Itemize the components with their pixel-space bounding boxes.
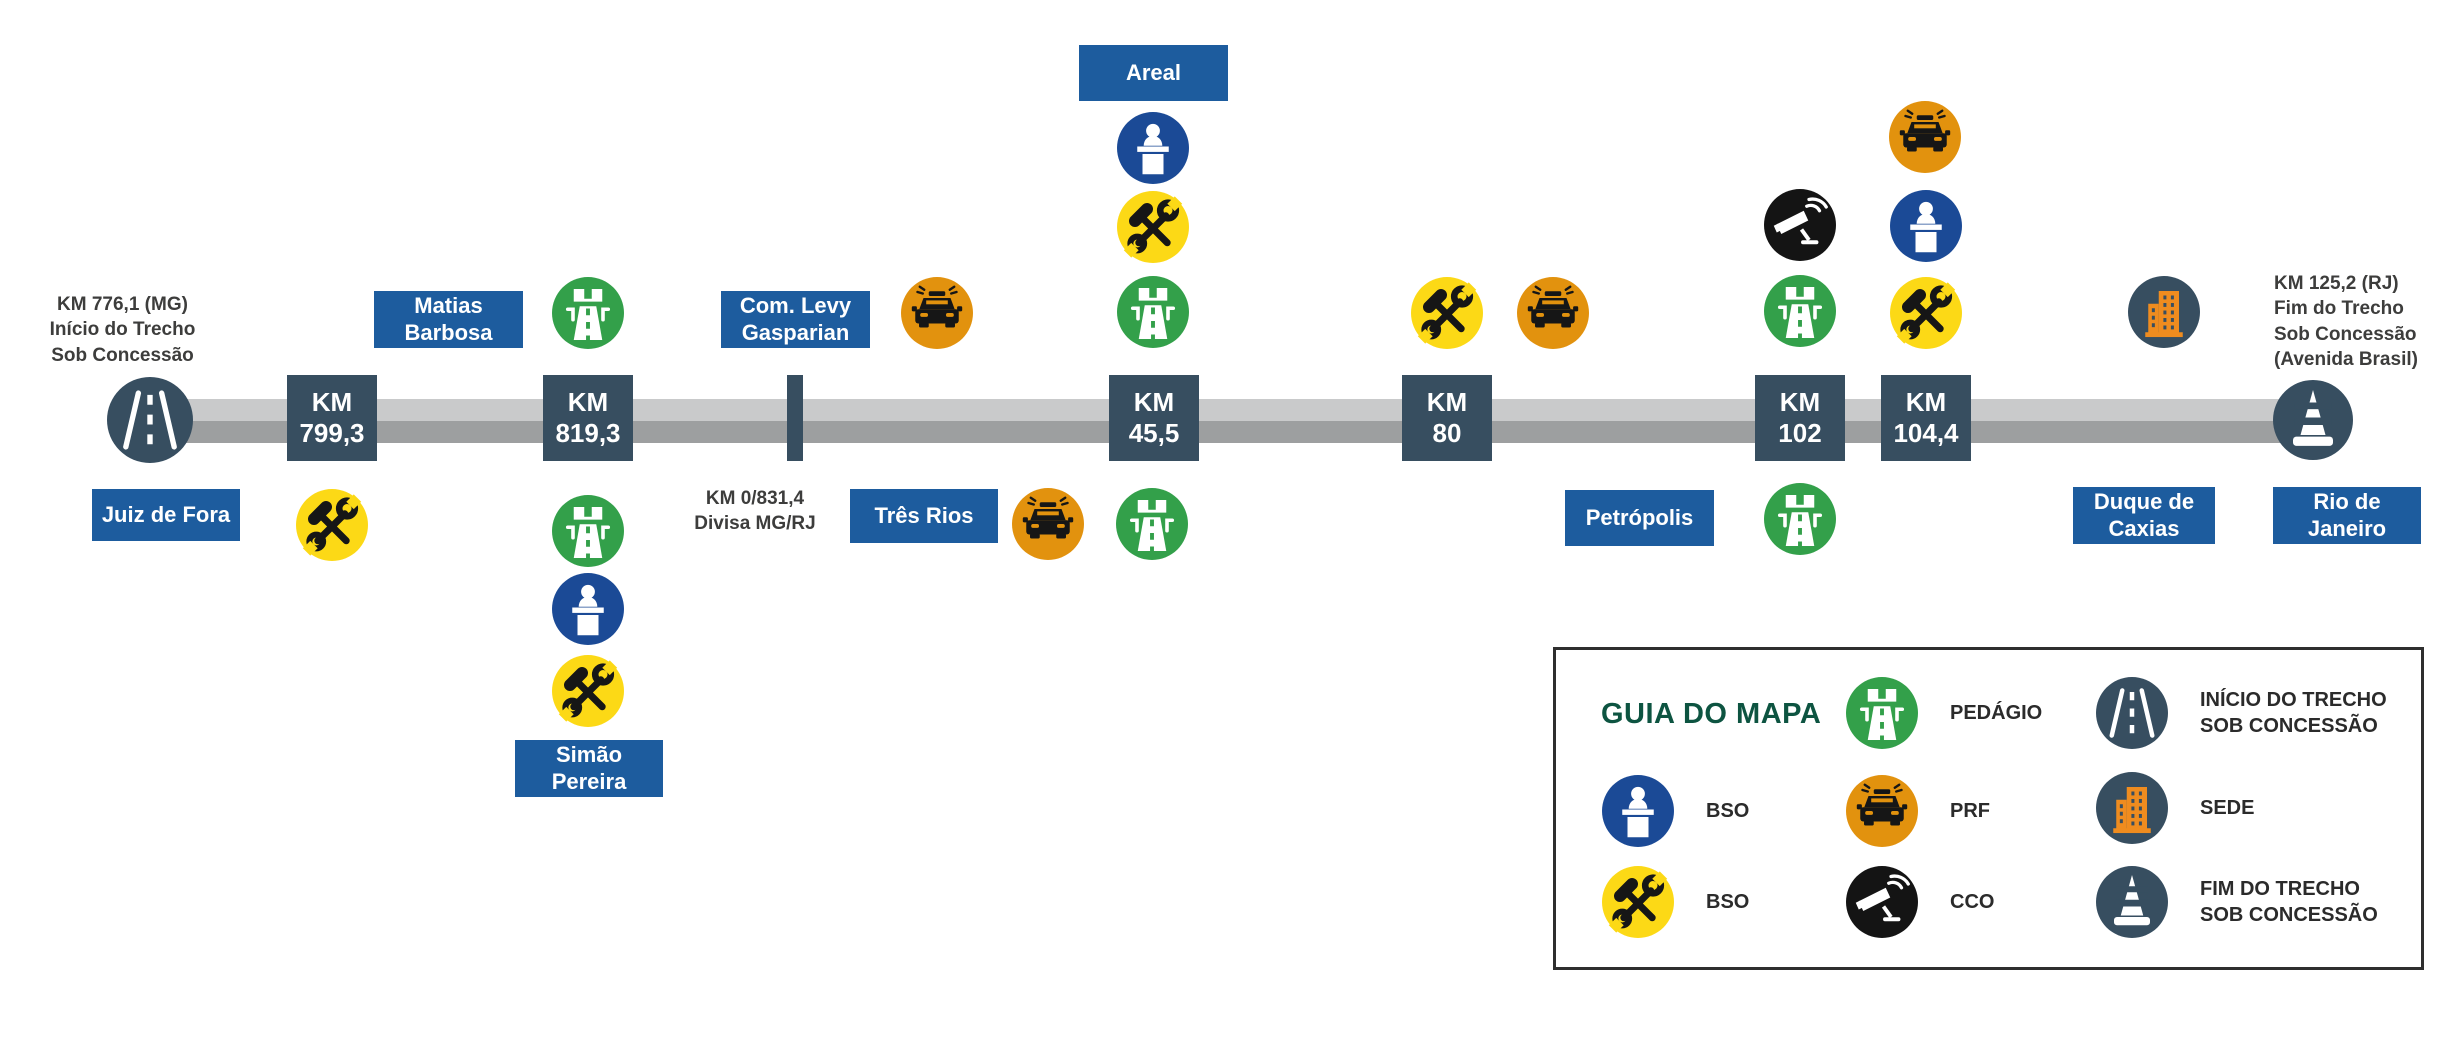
legend-item-prf: PRF [1950,800,1990,822]
sede-icon [2096,772,2168,844]
bso-tools-icon [1602,866,1674,938]
km-marker-102: KM 102 [1755,375,1845,461]
city-name: Petrópolis [1585,504,1694,530]
bso-attendant-icon [552,573,624,645]
km-value: 104,4 [1893,418,1959,448]
km-prefix: KM [1779,387,1821,418]
start-note: KM 776,1 (MG) Início do Trecho Sob Conce… [49,294,196,366]
km-marker-45-5: KM 45,5 [1109,375,1199,461]
km-marker-799-3: KM 799,3 [287,375,377,461]
km-value: 45,5 [1128,418,1180,448]
highway-line [150,399,2313,443]
km-prefix: KM [567,387,609,418]
city-name: Caxias [2108,515,2180,541]
bso-tools-icon [296,489,368,561]
km-prefix: KM [1905,387,1947,418]
end-note: KM 125,2 (RJ) Fim do Trecho Sob Concessã… [2274,273,2418,370]
city-label-petropolis: Petrópolis [1565,490,1714,546]
city-name: Duque de [2093,488,2195,514]
km-value: 102 [1778,418,1822,448]
bso-attendant-icon [1602,775,1674,847]
bso-tools-icon [1890,277,1962,349]
prf-icon [1012,488,1084,560]
city-name: Três Rios [874,502,974,528]
legend-box [1553,647,2424,970]
city-name: Areal [1125,59,1182,85]
cco-icon [1764,189,1836,261]
city-name: Matias [414,292,483,318]
fim-trecho-icon [2096,866,2168,938]
km-prefix: KM [1426,387,1468,418]
prf-icon [1889,101,1961,173]
city-label-juiz-de-fora: Juiz de Fora [92,489,240,541]
pedagio-icon [1846,677,1918,749]
km-marker-819-3: KM 819,3 [543,375,633,461]
prf-icon [901,277,973,349]
legend-item-fim: FIM DO TRECHO SOB CONCESSÃO [2200,878,2378,926]
city-name: Gasparian [741,319,850,345]
km-value: 819,3 [555,418,621,448]
pedagio-icon [1764,483,1836,555]
legend-item-bso-yellow: BSO [1706,891,1750,913]
bso-tools-icon [1411,277,1483,349]
bso-tools-icon [552,655,624,727]
inicio-trecho-icon [2096,677,2168,749]
fim-trecho-icon [2273,380,2353,460]
city-name: Com. Levy [739,292,852,318]
pedagio-icon [1117,276,1189,348]
legend-item-inicio: INÍCIO DO TRECHO SOB CONCESSÃO [2200,689,2387,737]
city-name: Simão [555,741,623,767]
bso-attendant-icon [1890,190,1962,262]
km-marker-104-4: KM 104,4 [1881,375,1971,461]
km-value: 80 [1432,418,1462,448]
state-border-tick [787,375,803,461]
legend-title: GUIA DO MAPA [1601,698,1822,730]
km-prefix: KM [311,387,353,418]
bso-tools-icon [1117,191,1189,263]
city-label-simao-pereira: Simão Pereira [515,740,663,797]
city-name: Pereira [551,768,627,794]
prf-icon [1517,277,1589,349]
city-label-rio-de-janeiro: Rio de Janeiro [2273,487,2421,544]
city-name: Juiz de Fora [101,501,231,527]
prf-icon [1846,775,1918,847]
inicio-trecho-icon [107,377,193,463]
pedagio-icon [1764,275,1836,347]
city-label-matias-barbosa: Matias Barbosa [374,291,523,348]
divisa-note: KM 0/831,4 Divisa MG/RJ [694,488,816,535]
pedagio-icon [552,495,624,567]
km-prefix: KM [1133,387,1175,418]
pedagio-icon [1116,488,1188,560]
city-label-duque-de-caxias: Duque de Caxias [2073,487,2215,544]
km-marker-80: KM 80 [1402,375,1492,461]
legend-item-cco: CCO [1950,891,1995,913]
cco-icon [1846,866,1918,938]
bso-attendant-icon [1117,112,1189,184]
sede-icon [2128,276,2200,348]
legend-item-bso-blue: BSO [1706,800,1750,822]
city-label-tres-rios: Três Rios [850,489,998,543]
km-value: 799,3 [299,418,365,448]
city-label-com-levy-gasparian: Com. Levy Gasparian [721,291,870,348]
legend-item-sede: SEDE [2200,797,2255,819]
legend-item-pedagio: PEDÁGIO [1950,702,2043,724]
pedagio-icon [552,277,624,349]
city-name: Barbosa [404,319,493,345]
city-name: Rio de Janeiro [2307,488,2387,541]
city-label-areal: Areal [1079,45,1228,101]
